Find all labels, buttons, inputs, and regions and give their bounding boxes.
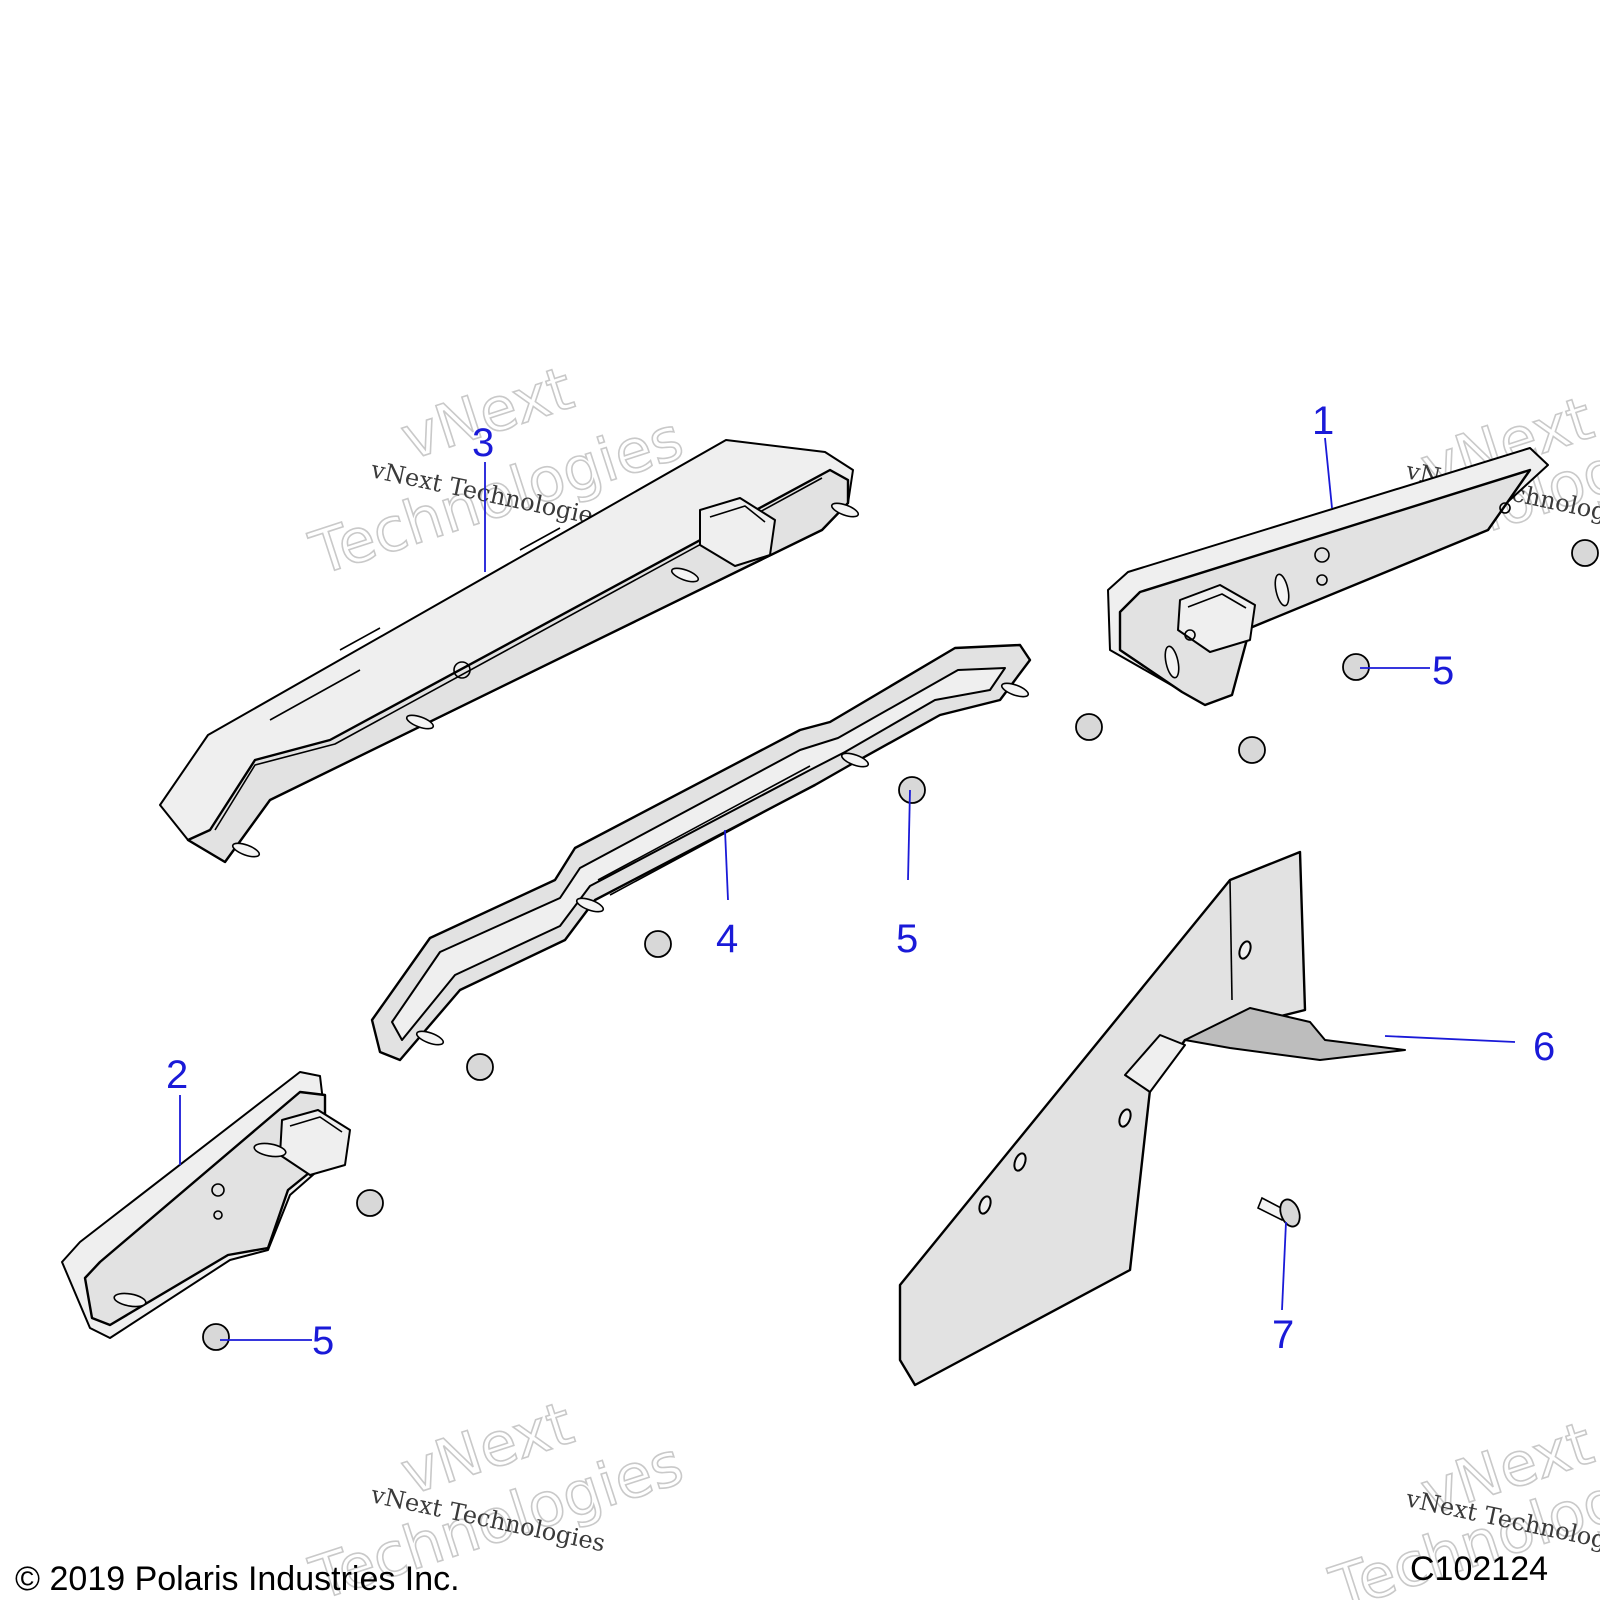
- callout-2: 2: [166, 1053, 188, 1097]
- callout-5: 5: [1432, 649, 1454, 693]
- part-7-screw: [1256, 1196, 1301, 1228]
- callout-5: 5: [312, 1319, 334, 1363]
- callout-7: 7: [1272, 1313, 1294, 1357]
- nut-icon: [644, 930, 672, 958]
- nut-icon: [1238, 736, 1266, 764]
- callouts: 1 2 3 4 5 5 5 6 7: [166, 399, 1555, 1363]
- part-4-gasket-frame: [370, 643, 1032, 1062]
- part-6-mounting-bracket: [898, 850, 1406, 1387]
- nut-icon: [356, 1189, 384, 1217]
- callout-4: 4: [716, 917, 738, 961]
- part-5-nuts: [202, 539, 1599, 1351]
- nut-icon: [1342, 653, 1370, 681]
- part-1-light-housing: [1107, 447, 1549, 707]
- part-3-light-housing: [159, 439, 860, 864]
- nut-icon: [1571, 539, 1599, 567]
- part-2-light-housing: [61, 1071, 351, 1339]
- nut-icon: [466, 1053, 494, 1081]
- leader-lines: [179, 437, 1516, 1341]
- nut-icon: [202, 1323, 230, 1351]
- figure-code: C102124: [1410, 1550, 1548, 1588]
- nut-icon: [1075, 713, 1103, 741]
- callout-6: 6: [1533, 1025, 1555, 1069]
- callout-5: 5: [896, 917, 918, 961]
- callout-3: 3: [472, 421, 494, 465]
- copyright-notice: © 2019 Polaris Industries Inc.: [15, 1560, 460, 1598]
- nut-icon: [898, 776, 926, 804]
- callout-1: 1: [1312, 399, 1334, 443]
